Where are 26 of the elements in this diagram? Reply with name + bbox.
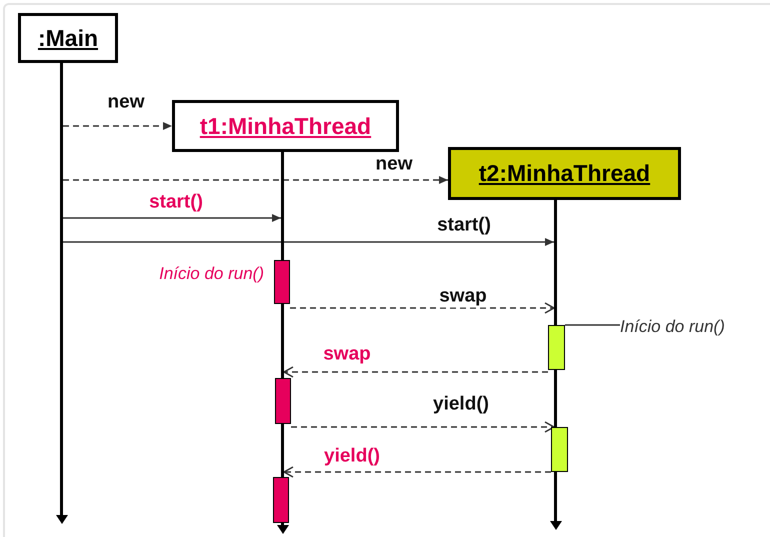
activation-bar xyxy=(275,378,291,424)
edge-label: yield() xyxy=(322,446,382,468)
activation-bar xyxy=(548,325,565,370)
edge-label: start() xyxy=(147,192,205,214)
edge-label: start() xyxy=(435,216,493,236)
activation-bar xyxy=(274,260,290,304)
activation-bar xyxy=(551,427,568,472)
message-arrow xyxy=(283,466,551,478)
message-arrow xyxy=(290,302,555,314)
object-name: :Main xyxy=(38,24,98,52)
note-text: Início do run() xyxy=(158,263,264,285)
activation-bar xyxy=(273,477,289,523)
edge-label: yield() xyxy=(431,394,491,416)
object-name: t2:MinhaThread xyxy=(478,160,650,187)
message-arrow xyxy=(283,366,548,378)
note-text: Início do run() xyxy=(620,315,770,339)
message-arrow xyxy=(63,214,281,222)
object-name: t1:MinhaThread xyxy=(200,112,372,140)
leader-line xyxy=(565,324,620,326)
object-box xyxy=(18,13,118,63)
message-arrow xyxy=(63,238,554,246)
message-arrow xyxy=(63,122,172,130)
object-box xyxy=(172,100,399,152)
object-box xyxy=(448,147,681,200)
message-arrow xyxy=(291,421,555,433)
message-arrow xyxy=(63,176,448,184)
